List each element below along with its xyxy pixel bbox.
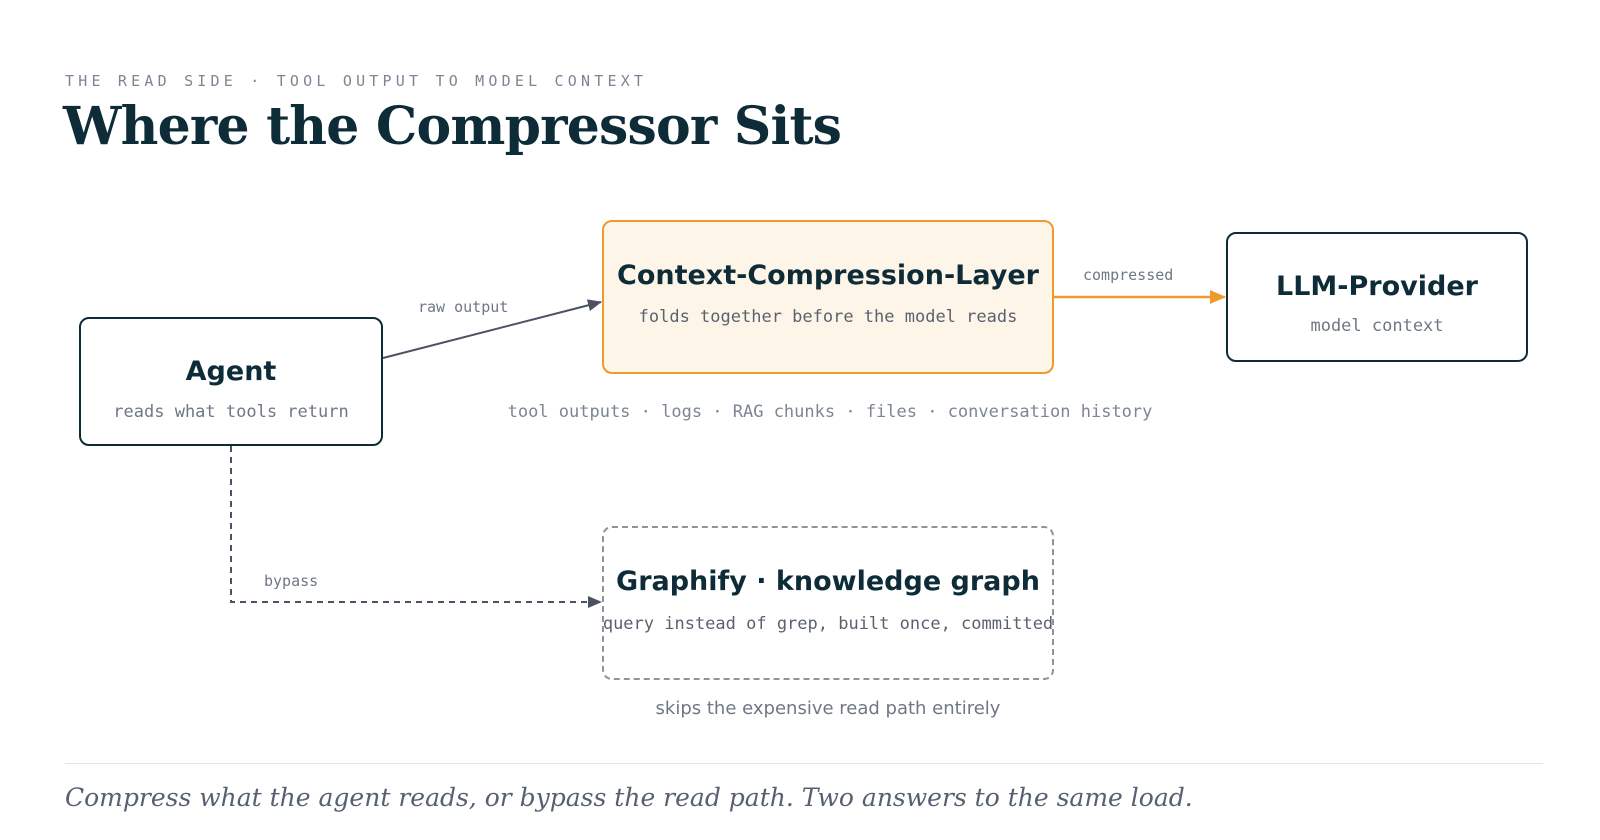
llm-provider-node: LLM-Provider model context xyxy=(1226,232,1528,362)
eyebrow-label: THE READ SIDE · TOOL OUTPUT TO MODEL CON… xyxy=(65,72,648,90)
sources-list: tool outputs · logs · RAG chunks · files… xyxy=(507,402,1153,422)
compression-layer-subtitle: folds together before the model reads xyxy=(638,307,1018,327)
raw-output-label: raw output xyxy=(418,298,509,316)
raw-output-arrow xyxy=(382,299,602,359)
bypass-label: bypass xyxy=(264,572,319,590)
agent-node: Agent reads what tools return xyxy=(79,317,383,446)
llm-provider-title: LLM-Provider xyxy=(1276,271,1478,302)
graphify-title: Graphify · knowledge graph xyxy=(616,566,1040,597)
agent-node-title: Agent xyxy=(185,356,277,387)
bypass-arrow xyxy=(230,446,602,608)
compressed-label: compressed xyxy=(1083,266,1174,284)
graphify-subtitle: query instead of grep, built once, commi… xyxy=(602,614,1054,634)
compression-layer-node: Context-Compression-Layer folds together… xyxy=(602,220,1054,374)
graphify-node: Graphify · knowledge graph query instead… xyxy=(602,526,1054,680)
graphify-note: skips the expensive read path entirely xyxy=(655,698,1001,719)
page-title: Where the Compressor Sits xyxy=(63,96,842,157)
footer-caption: Compress what the agent reads, or bypass… xyxy=(65,783,1193,812)
llm-provider-subtitle: model context xyxy=(1310,316,1444,336)
divider xyxy=(65,763,1543,764)
compression-layer-title: Context-Compression-Layer xyxy=(617,260,1039,291)
agent-node-subtitle: reads what tools return xyxy=(113,402,349,422)
